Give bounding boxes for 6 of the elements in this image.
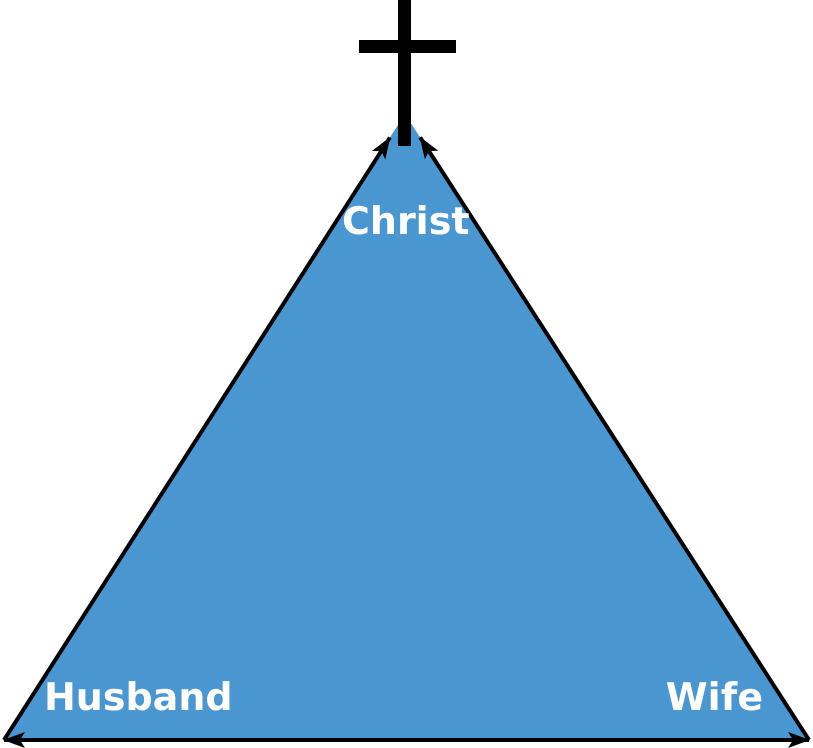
arrow [2, 136, 392, 742]
corner-label: Christ [342, 202, 470, 242]
corner-label: Husband [44, 678, 233, 718]
corner-label: Wife [666, 678, 763, 718]
arrow [418, 136, 811, 742]
double-arrow [3, 732, 810, 748]
